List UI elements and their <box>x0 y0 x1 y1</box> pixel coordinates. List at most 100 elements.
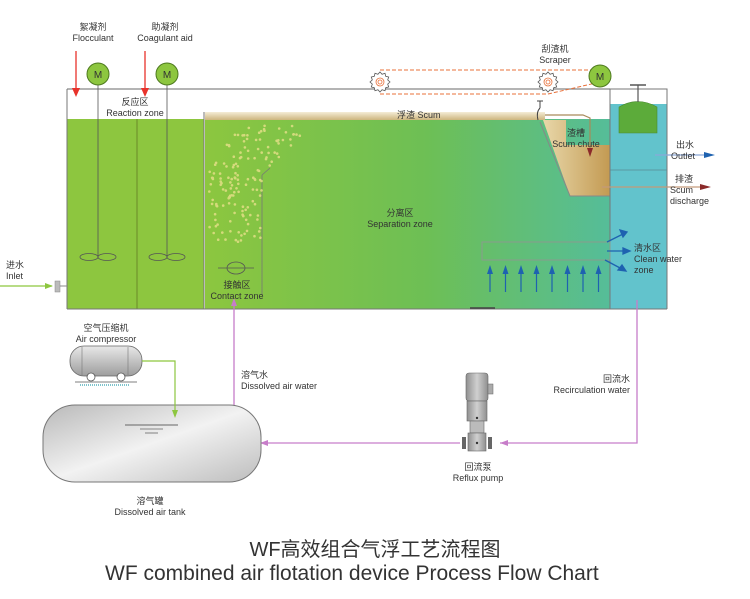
baffle-tip <box>261 167 271 176</box>
bubble <box>227 196 230 200</box>
bubble <box>233 176 237 179</box>
bubble <box>237 182 240 186</box>
mixer-blade <box>97 253 117 261</box>
label-zh: 出水 <box>676 140 695 150</box>
bubble <box>255 188 259 192</box>
bubble <box>212 231 215 235</box>
label-reaction-zone: 反应区 Reaction zone <box>95 97 175 119</box>
bubble <box>224 238 227 241</box>
bubble <box>215 204 219 208</box>
label-zh: 回流水 <box>602 374 630 384</box>
bubble <box>258 194 262 197</box>
bubble <box>215 202 218 206</box>
pump-motor <box>465 372 489 402</box>
label-coagulant-aid: 助凝剂 Coagulant aid <box>126 22 204 44</box>
bubble <box>239 239 243 242</box>
air-compressor <box>69 345 143 377</box>
motor-icon <box>155 62 179 86</box>
bubble <box>222 162 226 165</box>
bubble <box>214 218 217 222</box>
bubble <box>221 204 225 207</box>
bubble <box>281 138 285 142</box>
label-zh: 排渣 <box>675 174 694 184</box>
arrow-left-icon <box>260 440 268 446</box>
bubble <box>234 238 238 242</box>
arrow-up-icon <box>580 265 586 274</box>
bubble <box>216 238 220 241</box>
bubble <box>233 133 237 137</box>
arrow-up-icon <box>564 265 571 274</box>
label-recirculation-water: 回流水 Recirculation water <box>538 374 630 396</box>
bubble <box>240 234 243 237</box>
bubble <box>251 188 255 191</box>
label-air-compressor: 空气压缩机 Air compressor <box>66 323 146 345</box>
chute-arrow <box>587 148 593 157</box>
bubble <box>253 234 256 238</box>
label-zh: 溶气罐 <box>136 496 164 506</box>
motor-1: M <box>86 62 110 86</box>
arrow-up-icon <box>518 265 524 274</box>
arrow-up-icon <box>231 298 237 306</box>
bubble <box>262 127 266 131</box>
wheel-icon <box>86 372 96 382</box>
bubble <box>268 164 272 167</box>
bubble <box>253 177 256 181</box>
bubble <box>232 163 236 167</box>
inlet-flange <box>54 280 61 293</box>
bubble <box>275 139 278 143</box>
label-dissolved-air-tank: 溶气罐 Dissolved air tank <box>100 496 200 518</box>
clean-water-zone <box>610 104 667 309</box>
bubble <box>256 147 260 151</box>
bubble <box>270 160 274 163</box>
sprocket-hub <box>377 79 383 85</box>
pump-flange <box>488 437 492 449</box>
bubble <box>258 138 262 141</box>
pump-bolt <box>475 441 479 445</box>
label-en: Dissolved air water <box>241 381 318 391</box>
bubble <box>232 155 236 158</box>
bubble <box>229 181 232 184</box>
sprocket-hub <box>545 79 551 85</box>
arrow-up-icon <box>549 265 555 274</box>
label-en: Contact zone <box>210 291 264 301</box>
bubble <box>232 194 235 197</box>
pump-flange <box>462 437 466 449</box>
pump-body <box>469 420 485 434</box>
arrow-down-icon <box>72 88 80 97</box>
arrow-down-icon <box>141 88 149 97</box>
bubble <box>246 206 250 209</box>
arrow-up-icon <box>595 265 602 274</box>
bubble <box>224 189 228 192</box>
label-outlet: 出水 Outlet <box>671 140 695 162</box>
bubble <box>234 162 238 166</box>
label-inlet: 进水 Inlet <box>6 260 24 282</box>
bubble-cloud <box>208 124 302 243</box>
label-en: Clean water zone <box>634 254 683 275</box>
bubble <box>253 202 257 206</box>
arrow-down-right <box>604 259 623 270</box>
bubble <box>259 236 262 239</box>
scraper-motor-icon <box>588 64 612 88</box>
bubble <box>275 152 279 155</box>
label-scum-chute: 渣槽 Scum chute <box>545 128 607 150</box>
sprocket-hub <box>543 77 553 87</box>
bubble <box>209 183 213 186</box>
bubble <box>243 146 247 149</box>
label-en: Coagulant aid <box>137 33 193 43</box>
label-zh: 絮凝剂 <box>79 22 107 32</box>
bubble <box>229 187 233 190</box>
arrow-up-icon <box>502 265 509 274</box>
drive-chain-bottom <box>547 81 601 95</box>
reaction-zone-water <box>67 119 204 309</box>
label-zh: 浮渣 <box>397 110 416 120</box>
nozzle-body <box>226 261 246 275</box>
label-zh: 清水区 <box>634 243 662 253</box>
clean-water-arrows <box>604 228 632 272</box>
bubble <box>256 214 260 217</box>
label-en: Scum chute <box>552 139 600 149</box>
pump-bolt <box>475 416 479 420</box>
flocculant-dosing-arrow <box>72 51 80 97</box>
sprocket-right-icon <box>537 71 559 93</box>
label-zh: 溶气水 <box>241 370 269 380</box>
